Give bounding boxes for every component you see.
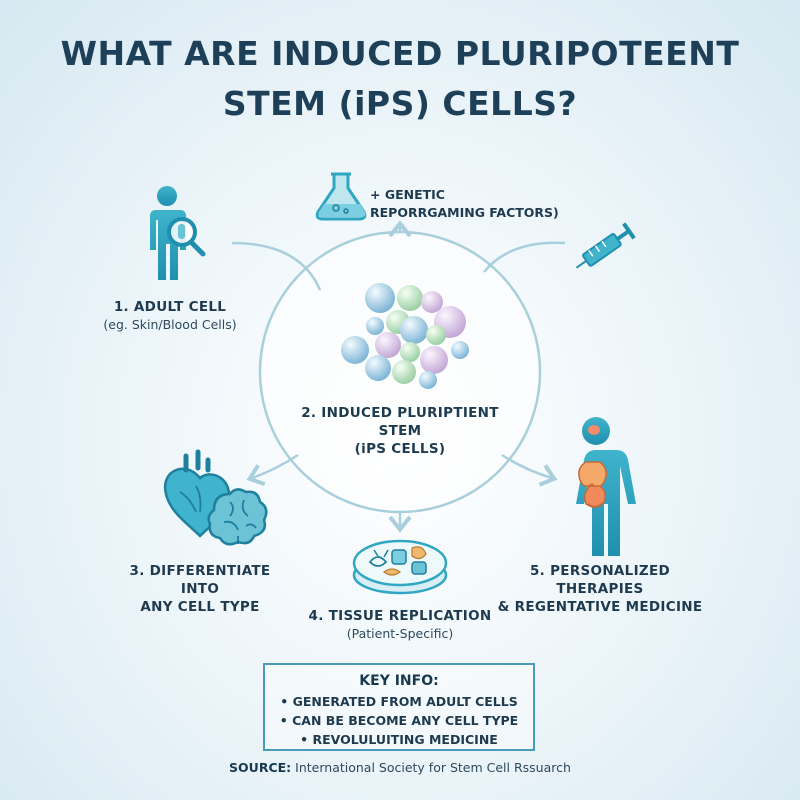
key-info-box: KEY INFO: GENERATED FROM ADULT CELLS CAN… [263,663,535,751]
key-info-item: GENERATED FROM ADULT CELLS [265,692,533,711]
source-text: International Society for Stem Cell Rssu… [295,760,571,775]
page-title-line1: WHAT ARE INDUCED PLURIPOTEENT [60,34,740,73]
key-info-list: GENERATED FROM ADULT CELLS CAN BE BECOME… [265,692,533,749]
key-info-item: REVOLULUITING MEDICINE [265,730,533,749]
step-tissue-replication: 4. TISSUE REPLICATION (Patient-Specific) [300,607,500,643]
genetic-line2: REPORRGAMING FACTORS) [370,205,559,220]
adult-cell-title: 1. ADULT CELL [113,299,227,315]
tissue-title: 4. TISSUE REPLICATION [308,608,492,624]
step-ips-cells: 2. INDUCED PLURIPTIENT STEM (iPS CELLS) [280,404,520,458]
therapies-line1: 5. PERSONALIZED THERAPIES [529,563,671,597]
human-organs-icon [576,417,636,556]
page-title-line2: STEM (iPS) CELLS? [222,84,578,123]
arrow-differentiate [246,453,299,487]
connector-syringe [483,241,566,273]
step-differentiate: 3. DIFFERENTIATE INTO ANY CELL TYPE [110,562,290,616]
key-info-item: CAN BE BECOME ANY CELL TYPE [265,711,533,730]
genetic-factors-label: + GENETIC REPORRGAMING FACTORS) [370,186,559,222]
petri-dish-icon [352,539,448,595]
key-info-title: KEY INFO: [359,673,439,689]
arrow-therapies [501,453,558,487]
tissue-sub: (Patient-Specific) [346,626,454,641]
syringe-icon [575,222,636,269]
ips-line1: 2. INDUCED PLURIPTIENT STEM [301,405,499,439]
adult-cell-sub: (eg. Skin/Blood Cells) [103,317,237,332]
therapies-line2: & REGENTATIVE MEDICINE [497,599,703,615]
differentiate-line1: 3. DIFFERENTIATE INTO [129,563,271,597]
adult-human-magnifier-icon [150,186,206,280]
step-adult-cell: 1. ADULT CELL (eg. Skin/Blood Cells) [70,298,270,334]
brain-icon [207,488,268,546]
source-label: SOURCE: [229,760,292,775]
differentiate-line2: ANY CELL TYPE [140,599,260,615]
flask-icon [315,172,367,221]
ips-line2: (iPS CELLS) [354,441,446,457]
connector-adult [231,241,322,291]
genetic-line1: + GENETIC [370,187,445,202]
cell-cluster-icon [341,283,469,389]
step-personalized-therapies: 5. PERSONALIZED THERAPIES & REGENTATIVE … [490,562,710,616]
source-line: SOURCE: International Society for Stem C… [0,760,800,775]
